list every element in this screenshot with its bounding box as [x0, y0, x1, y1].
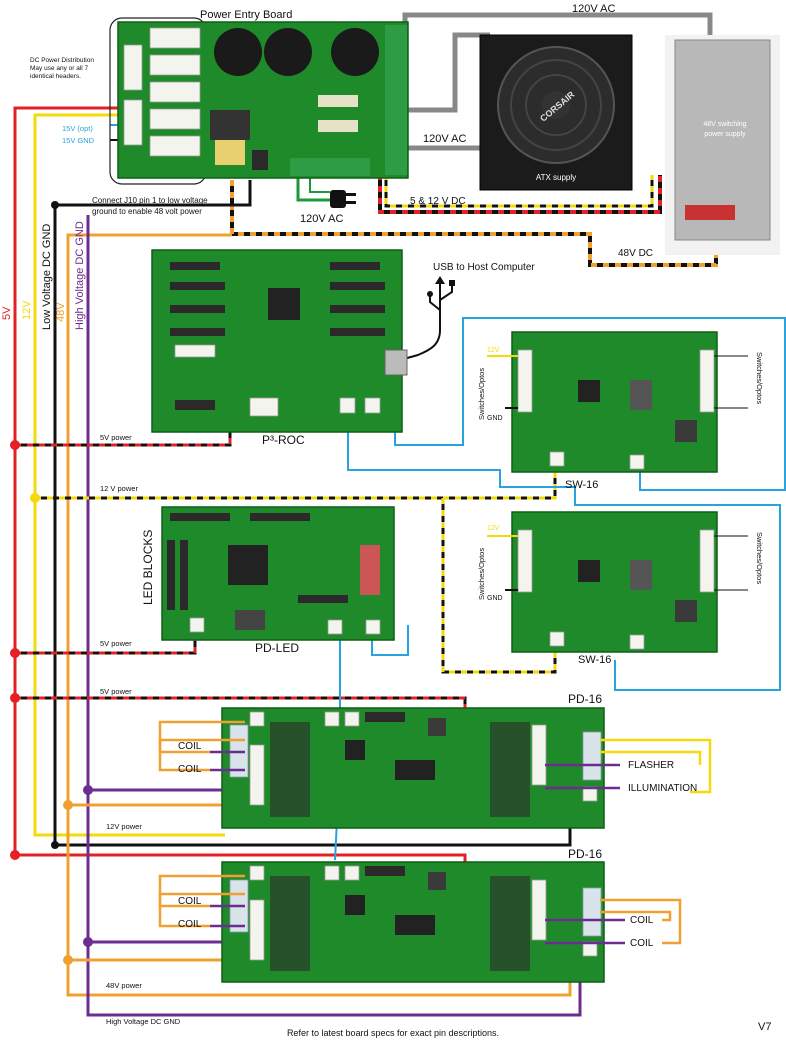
- label-ac-top: 120V AC: [572, 3, 615, 15]
- label-15v-opt: 15V (opt): [62, 124, 93, 133]
- sw16-a-label: SW-16: [565, 479, 598, 491]
- atx-supply: CORSAIR ATX supply: [479, 34, 633, 191]
- rail-label-5v: 5V: [1, 306, 13, 320]
- v12-power-label: 12 V power: [100, 484, 138, 493]
- hv-gnd-bottom-label: High Voltage DC GND: [106, 1017, 181, 1026]
- proc-label: P³-ROC: [262, 433, 305, 447]
- plug-icon: [330, 190, 356, 208]
- sw16-b-gnd: GND: [487, 595, 503, 602]
- rail-label-lv-gnd: Low Voltage DC GND: [41, 224, 53, 330]
- j10-note-1: Connect J10 pin 1 to low voltage: [92, 196, 208, 205]
- psu48-label-1: 48V switching: [703, 121, 746, 128]
- j10-note-2: ground to enable 48 volt power: [92, 207, 202, 216]
- pd16-a-label: PD-16: [568, 692, 602, 706]
- sw16-board-a: SW-16 Switches/Optos Switches/Optos 12V …: [477, 331, 764, 491]
- led-blocks-label: LED BLOCKS: [141, 530, 155, 605]
- rail-label-12v: 12V: [21, 300, 33, 320]
- sw16-a-left-label: Switches/Optos: [477, 368, 486, 420]
- pd16-a-illumination: ILLUMINATION: [628, 783, 697, 794]
- sw16-b-right-label: Switches/Optos: [755, 532, 764, 584]
- label-ac-plug: 120V AC: [300, 213, 343, 225]
- sw16-b-left-label: Switches/Optos: [477, 548, 486, 600]
- power-entry-title: Power Entry Board: [200, 9, 292, 21]
- pd16-a-coil-wires: COIL COIL FLASHER ILLUMINATION: [158, 720, 712, 794]
- atx-label: ATX supply: [536, 173, 576, 182]
- pd16-a-coil-1: COIL: [178, 741, 202, 752]
- label-ac-atx: 120V AC: [423, 133, 466, 145]
- pd16-a-coil-2: COIL: [178, 764, 202, 775]
- sw16-a-right-label: Switches/Optos: [755, 352, 764, 404]
- pd16-12v-power-label: 12V power: [106, 822, 142, 831]
- proc-board: P³-ROC 5V power: [100, 249, 408, 447]
- rail-label-48v: 48V: [55, 302, 67, 322]
- psu-48v: 48V switching power supply: [665, 35, 780, 255]
- pd16-b-coil-4: COIL: [630, 938, 654, 949]
- pd16-b-coil-3: COIL: [630, 915, 654, 926]
- label-usb: USB to Host Computer: [433, 262, 535, 273]
- footer-note: Refer to latest board specs for exact pi…: [287, 1028, 499, 1038]
- dc-distribution-note-1: DC Power Distribution: [30, 57, 94, 64]
- version-label: V7: [758, 1021, 771, 1033]
- label-dc-5-12: 5 & 12 V DC: [410, 196, 466, 207]
- pd16-b-label: PD-16: [568, 847, 602, 861]
- pd16-board-a: PD-16 5V power 12V power: [100, 687, 605, 831]
- pdled-5v-power-label: 5V power: [100, 639, 132, 648]
- sw16-b-12v: 12V: [487, 525, 500, 532]
- pdled-label: PD-LED: [255, 641, 299, 655]
- pd16-b-coil-2: COIL: [178, 919, 202, 930]
- label-15v-gnd: 15V GND: [62, 136, 95, 145]
- label-dc-48: 48V DC: [618, 248, 653, 259]
- rail-label-hv-gnd: High Voltage DC GND: [74, 221, 86, 330]
- pd16-a-5v-power-label: 5V power: [100, 687, 132, 696]
- proc-5v-power-label: 5V power: [100, 433, 132, 442]
- usb-icon: [399, 276, 455, 361]
- rail-taps: [10, 420, 557, 965]
- dc-distribution-note-3: identical headers.: [30, 73, 81, 80]
- sw16-a-gnd: GND: [487, 415, 503, 422]
- sw16-b-label: SW-16: [578, 654, 611, 666]
- power-rails: [13, 106, 582, 1017]
- pdled-board: PD-LED LED BLOCKS 5V power: [100, 506, 395, 655]
- sw16-board-b: SW-16 Switches/Optos Switches/Optos 12V …: [477, 511, 764, 666]
- dc-distribution-note-2: May use any or all 7: [30, 65, 89, 72]
- psu48-label-2: power supply: [704, 131, 746, 138]
- power-entry-board: Power Entry Board DC Power Distribution …: [30, 9, 409, 216]
- pd16-b-coil-1: COIL: [178, 896, 202, 907]
- pd16-b-coil-wires: COIL COIL COIL COIL: [158, 874, 682, 949]
- pd16-48v-power-label: 48V power: [106, 981, 142, 990]
- sw16-a-12v: 12V: [487, 347, 500, 354]
- pd16-a-flasher: FLASHER: [628, 760, 674, 771]
